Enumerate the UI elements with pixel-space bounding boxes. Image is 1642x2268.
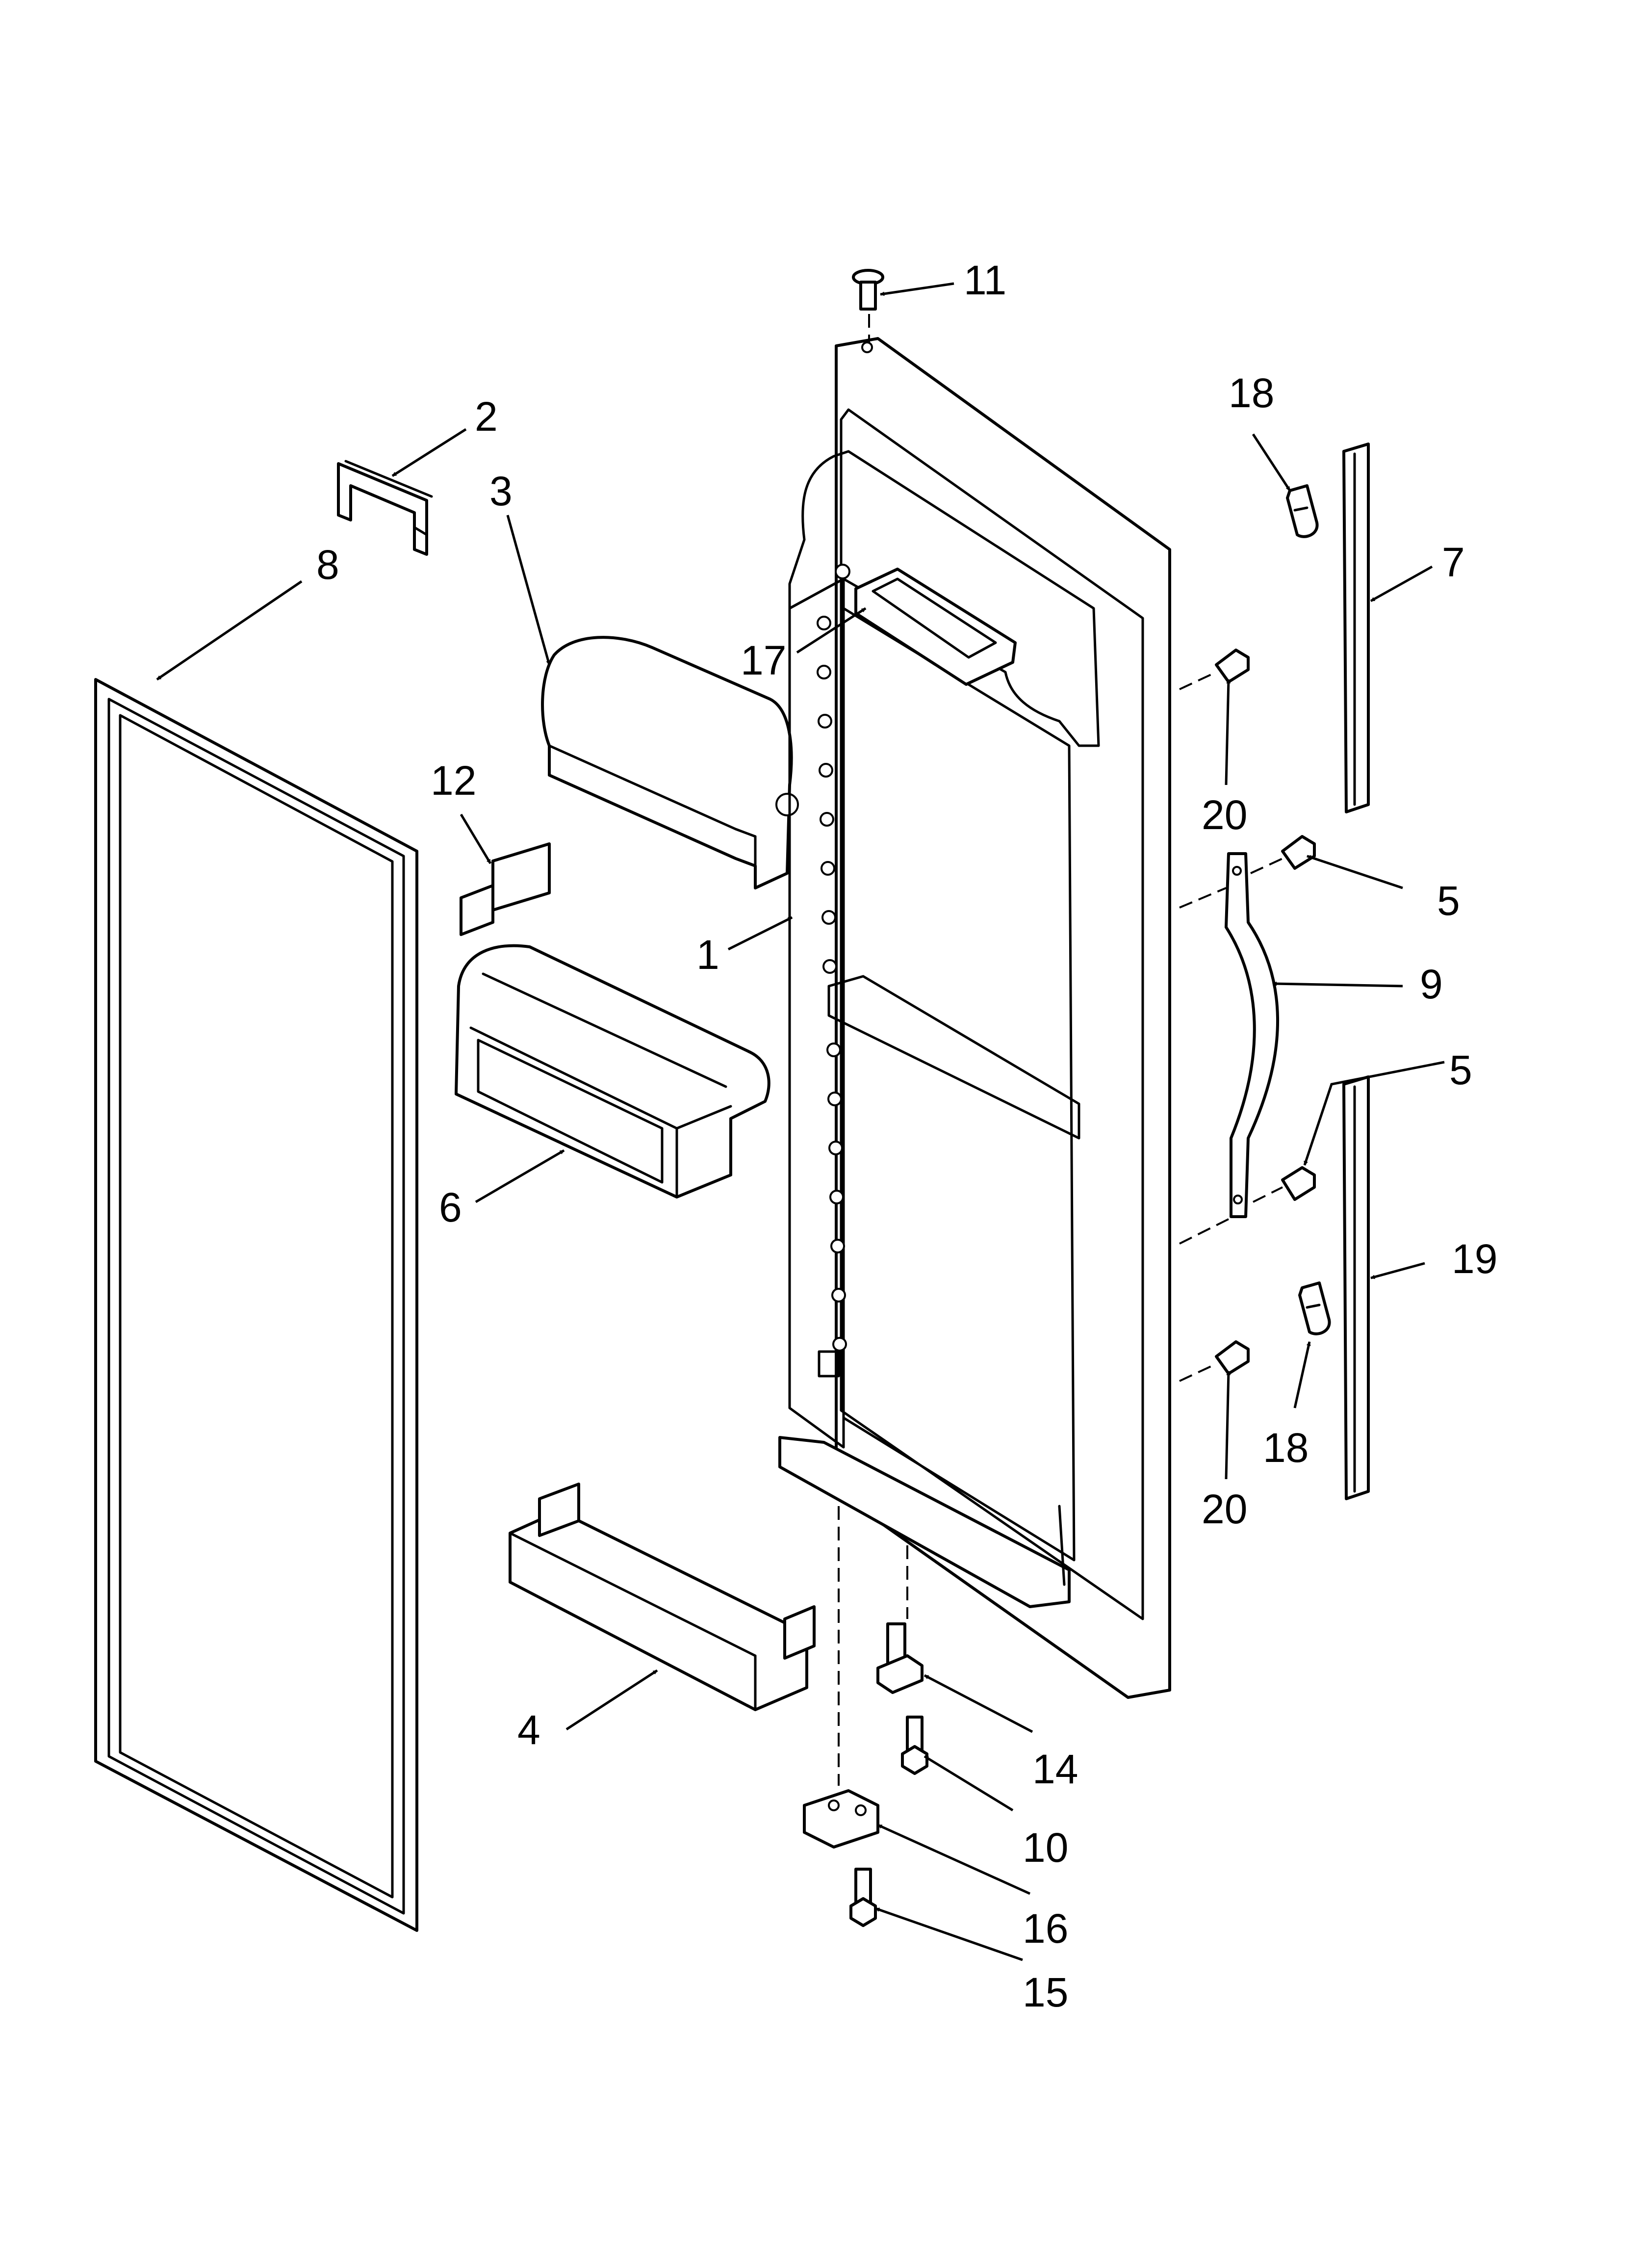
callout-10: 10	[1023, 1825, 1068, 1871]
leader-18-top	[1252, 433, 1291, 492]
bottom-hinge-screw	[849, 1868, 877, 1927]
leader-5-bottom	[1303, 1061, 1445, 1166]
callout-9: 9	[1420, 961, 1443, 1007]
trim-screw-line-bottom	[1179, 1363, 1217, 1382]
handle-screw-top	[1281, 835, 1316, 870]
top-clip	[337, 460, 433, 556]
leader-9	[1272, 981, 1403, 988]
screw-line-bottom	[1253, 1186, 1283, 1203]
top-hinge-pin	[852, 269, 884, 311]
door-bin	[455, 944, 770, 1199]
leader-16	[877, 1824, 1031, 1895]
leader-10	[924, 1755, 1014, 1812]
callout-labels: 11 2 3 8 17 12 1 6 4 18 7 20 5 9 5 19 18…	[316, 257, 1497, 2015]
leader-14	[924, 1674, 1033, 1733]
callout-7: 7	[1442, 539, 1465, 585]
leader-1	[727, 916, 793, 951]
bottom-hinge	[803, 1789, 879, 1849]
callout-5-top: 5	[1437, 878, 1460, 924]
callout-6: 6	[439, 1184, 462, 1230]
callout-1: 1	[696, 932, 719, 978]
callout-18-bottom: 18	[1263, 1425, 1308, 1471]
dairy-door	[541, 636, 799, 889]
hinge-bushing	[876, 1622, 924, 1694]
hinge-screw	[901, 1716, 928, 1775]
callout-14: 14	[1032, 1746, 1078, 1792]
handle-mount-line-bottom	[1179, 1218, 1229, 1245]
callout-17: 17	[741, 637, 786, 683]
callout-20-bottom: 20	[1202, 1486, 1247, 1532]
leader-6	[475, 1149, 565, 1203]
trim-clip-top	[1286, 484, 1319, 538]
callout-15: 15	[1023, 1969, 1068, 2015]
callout-16: 16	[1023, 1905, 1068, 1952]
leader-20-top	[1225, 679, 1231, 785]
callout-20-top: 20	[1202, 792, 1247, 838]
leader-18-bottom	[1293, 1341, 1311, 1408]
handle-screw-bottom	[1281, 1166, 1316, 1201]
screw-line-top	[1250, 858, 1283, 874]
refrigerator-door	[778, 337, 1171, 1699]
leader-19	[1370, 1262, 1425, 1279]
handle-mount-line-top	[1179, 887, 1227, 909]
leader-4	[565, 1669, 658, 1731]
leader-17	[796, 607, 867, 654]
callout-11: 11	[964, 257, 1006, 303]
shelf-pin-holes	[817, 616, 847, 1352]
door-bar	[509, 1483, 816, 1711]
leader-12	[460, 813, 492, 864]
callout-12: 12	[431, 757, 476, 804]
upper-trim	[1342, 443, 1370, 813]
trim-screw-top	[1215, 649, 1250, 683]
trim-clip-bottom	[1298, 1281, 1331, 1335]
callout-2: 2	[475, 393, 498, 440]
lower-trim	[1342, 1075, 1370, 1500]
leader-3	[506, 515, 551, 665]
trim-screw-line-top	[1179, 671, 1217, 690]
leader-20-bottom	[1225, 1371, 1231, 1480]
small-bracket	[460, 842, 551, 936]
door-handle	[1225, 852, 1279, 1218]
leader-15	[875, 1907, 1023, 1961]
leader-11	[880, 282, 954, 296]
callout-5-bottom: 5	[1449, 1047, 1472, 1093]
leader-5-top	[1307, 855, 1403, 889]
callout-19: 19	[1452, 1236, 1497, 1282]
callout-18-top: 18	[1229, 370, 1274, 416]
trim-screw-bottom	[1215, 1340, 1250, 1375]
callout-4: 4	[517, 1707, 540, 1753]
door-gasket	[94, 678, 418, 1932]
leader-7	[1370, 565, 1433, 602]
callout-8: 8	[316, 542, 339, 588]
callout-3: 3	[489, 468, 513, 514]
leader-2	[391, 428, 467, 477]
leader-lines	[156, 282, 1445, 1961]
leader-8	[156, 580, 303, 681]
